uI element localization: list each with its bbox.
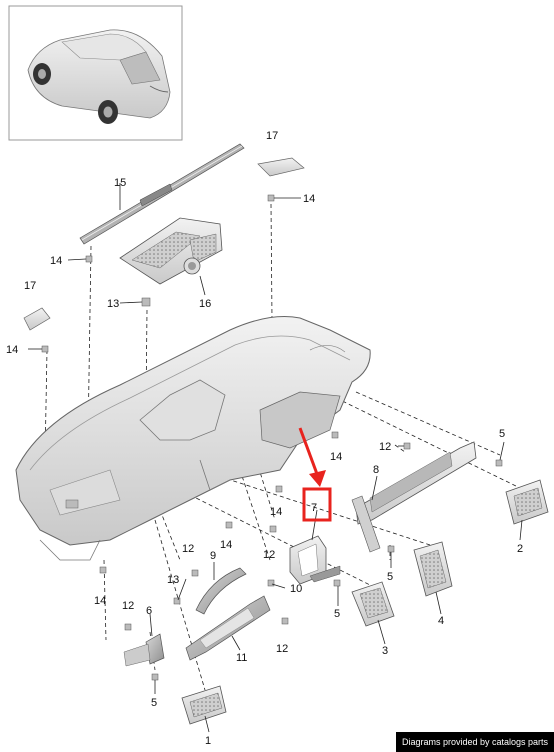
callout-5-left: 5 [151,697,157,709]
part-17-speaker-cover-left [23,307,51,331]
callout-6: 6 [146,605,152,617]
part-6-bracket [123,633,165,667]
callout-17-top: 17 [266,130,278,142]
part-16-center-grille [119,217,223,285]
callout-14-lower-left: 14 [94,595,106,607]
part-4-air-vent-center-upper [413,541,453,597]
callout-12-right: 12 [379,441,391,453]
callout-12-bottom: 12 [276,643,288,655]
callout-14-carrier-mid: 14 [270,506,282,518]
callout-15: 15 [114,177,126,189]
callout-3: 3 [382,645,388,657]
callout-5-mid: 5 [387,571,393,583]
callout-12-mid: 12 [263,549,275,561]
part-9-trim-strip [195,567,247,615]
callout-14-carrier-right: 14 [330,451,342,463]
callout-labels: 1 2 3 4 5 5 5 5 6 7 8 9 10 11 12 12 12 1… [6,130,523,747]
callout-10: 10 [290,583,302,595]
highlight-arrow [298,427,326,487]
callout-12-left: 12 [182,543,194,555]
callout-13-lower: 13 [167,574,179,586]
callout-1: 1 [205,735,211,747]
callout-14-carrier-left: 14 [220,539,232,551]
callout-13-top: 13 [107,298,119,310]
callout-11: 11 [236,652,247,664]
part-1-air-vent-left [181,685,227,725]
callout-4: 4 [438,615,444,627]
vehicle-overview-thumbnail [8,5,183,141]
callout-5-right: 5 [499,428,505,440]
callout-16: 16 [199,298,211,310]
callout-8: 8 [373,464,379,476]
callout-leaders [28,183,523,733]
part-8-trim-panel [351,441,477,553]
part-2-air-vent-right [505,479,549,525]
part-7-bracket [289,535,341,585]
part-15-defroster-trim [79,143,245,245]
part-17-speaker-cover-right [257,157,305,177]
callout-14-upper-right: 14 [303,193,315,205]
callout-5-center: 5 [334,608,340,620]
callout-14-left: 14 [6,344,18,356]
callout-14-upper-left: 14 [50,255,62,267]
part-11-lower-trim [185,595,271,661]
callout-7: 7 [311,502,317,514]
callout-9: 9 [210,550,216,562]
part-3-air-vent-center-lower [351,581,395,627]
callout-12-lower: 12 [122,600,134,612]
callout-2: 2 [517,543,523,555]
callout-17-left: 17 [24,280,36,292]
footer-credit: Diagrams provided by catalogs parts [396,732,554,752]
main-dashboard-carrier [15,316,371,561]
fasteners [41,194,503,681]
highlight-box-part-7 [302,487,332,522]
